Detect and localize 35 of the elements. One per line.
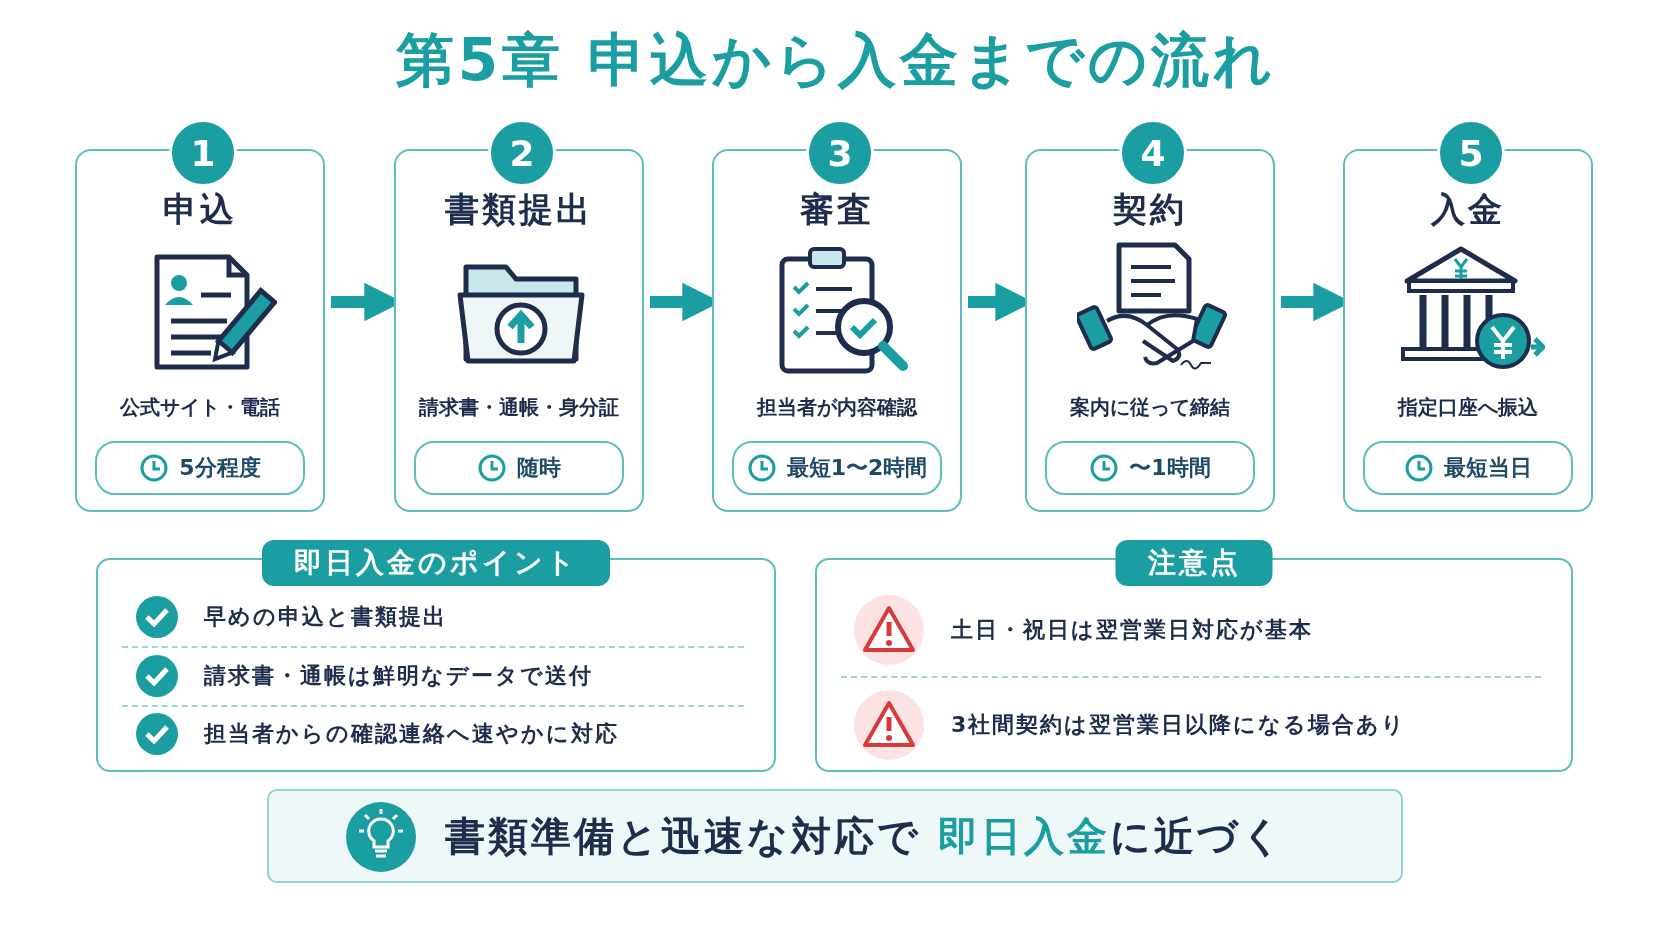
duration-pill <box>414 441 624 495</box>
panel-header: 即日入金のポイント <box>262 540 610 586</box>
step-number: 2 <box>488 119 556 187</box>
step-description: 指定口座へ振込 <box>1396 394 1539 421</box>
tip-text: 担当者からの確認連絡へ速やかに対応 <box>204 720 619 748</box>
duration-text: 随時 <box>517 454 561 482</box>
duration-pill <box>732 441 942 495</box>
step-title: 契約 <box>1112 188 1188 231</box>
panel-header: 注意点 <box>1115 540 1273 586</box>
step-title: 審査 <box>799 188 875 231</box>
duration-pill <box>1045 441 1255 495</box>
tip-text: 早めの申込と書類提出 <box>204 603 447 631</box>
title: 第5章 申込から入金までの流れ <box>394 25 1278 96</box>
caution-text: 土日・祝日は翌営業日対応が基本 <box>951 616 1313 644</box>
step-number: 5 <box>1437 119 1505 187</box>
duration-text: 〜1時間 <box>1129 454 1211 482</box>
duration-text: 最短1〜2時間 <box>786 454 928 482</box>
step-number: 4 <box>1119 119 1187 187</box>
step-description: 請求書・通帳・身分証 <box>418 394 620 421</box>
summary-text: 書類準備と迅速な対応で 即日入金に近づく <box>445 811 1285 861</box>
step-number: 3 <box>806 119 874 187</box>
tip-text: 請求書・通帳は鮮明なデータで送付 <box>204 662 593 690</box>
step-title: 書類提出 <box>444 188 594 231</box>
duration-text: 5分程度 <box>179 454 261 482</box>
duration-text: 最短当日 <box>1444 454 1532 482</box>
step-description: 公式サイト・電話 <box>118 394 281 421</box>
summary-banner <box>267 789 1403 883</box>
caution-text: 3社間契約は翌営業日以降になる場合あり <box>951 711 1407 739</box>
step-number: 1 <box>169 119 237 187</box>
step-description: 担当者が内容確認 <box>755 394 919 421</box>
step-title: 入金 <box>1430 188 1506 231</box>
step-title: 申込 <box>162 188 238 231</box>
step-description: 案内に従って締結 <box>1069 394 1231 421</box>
duration-pill <box>1363 441 1573 495</box>
duration-pill <box>95 441 305 495</box>
